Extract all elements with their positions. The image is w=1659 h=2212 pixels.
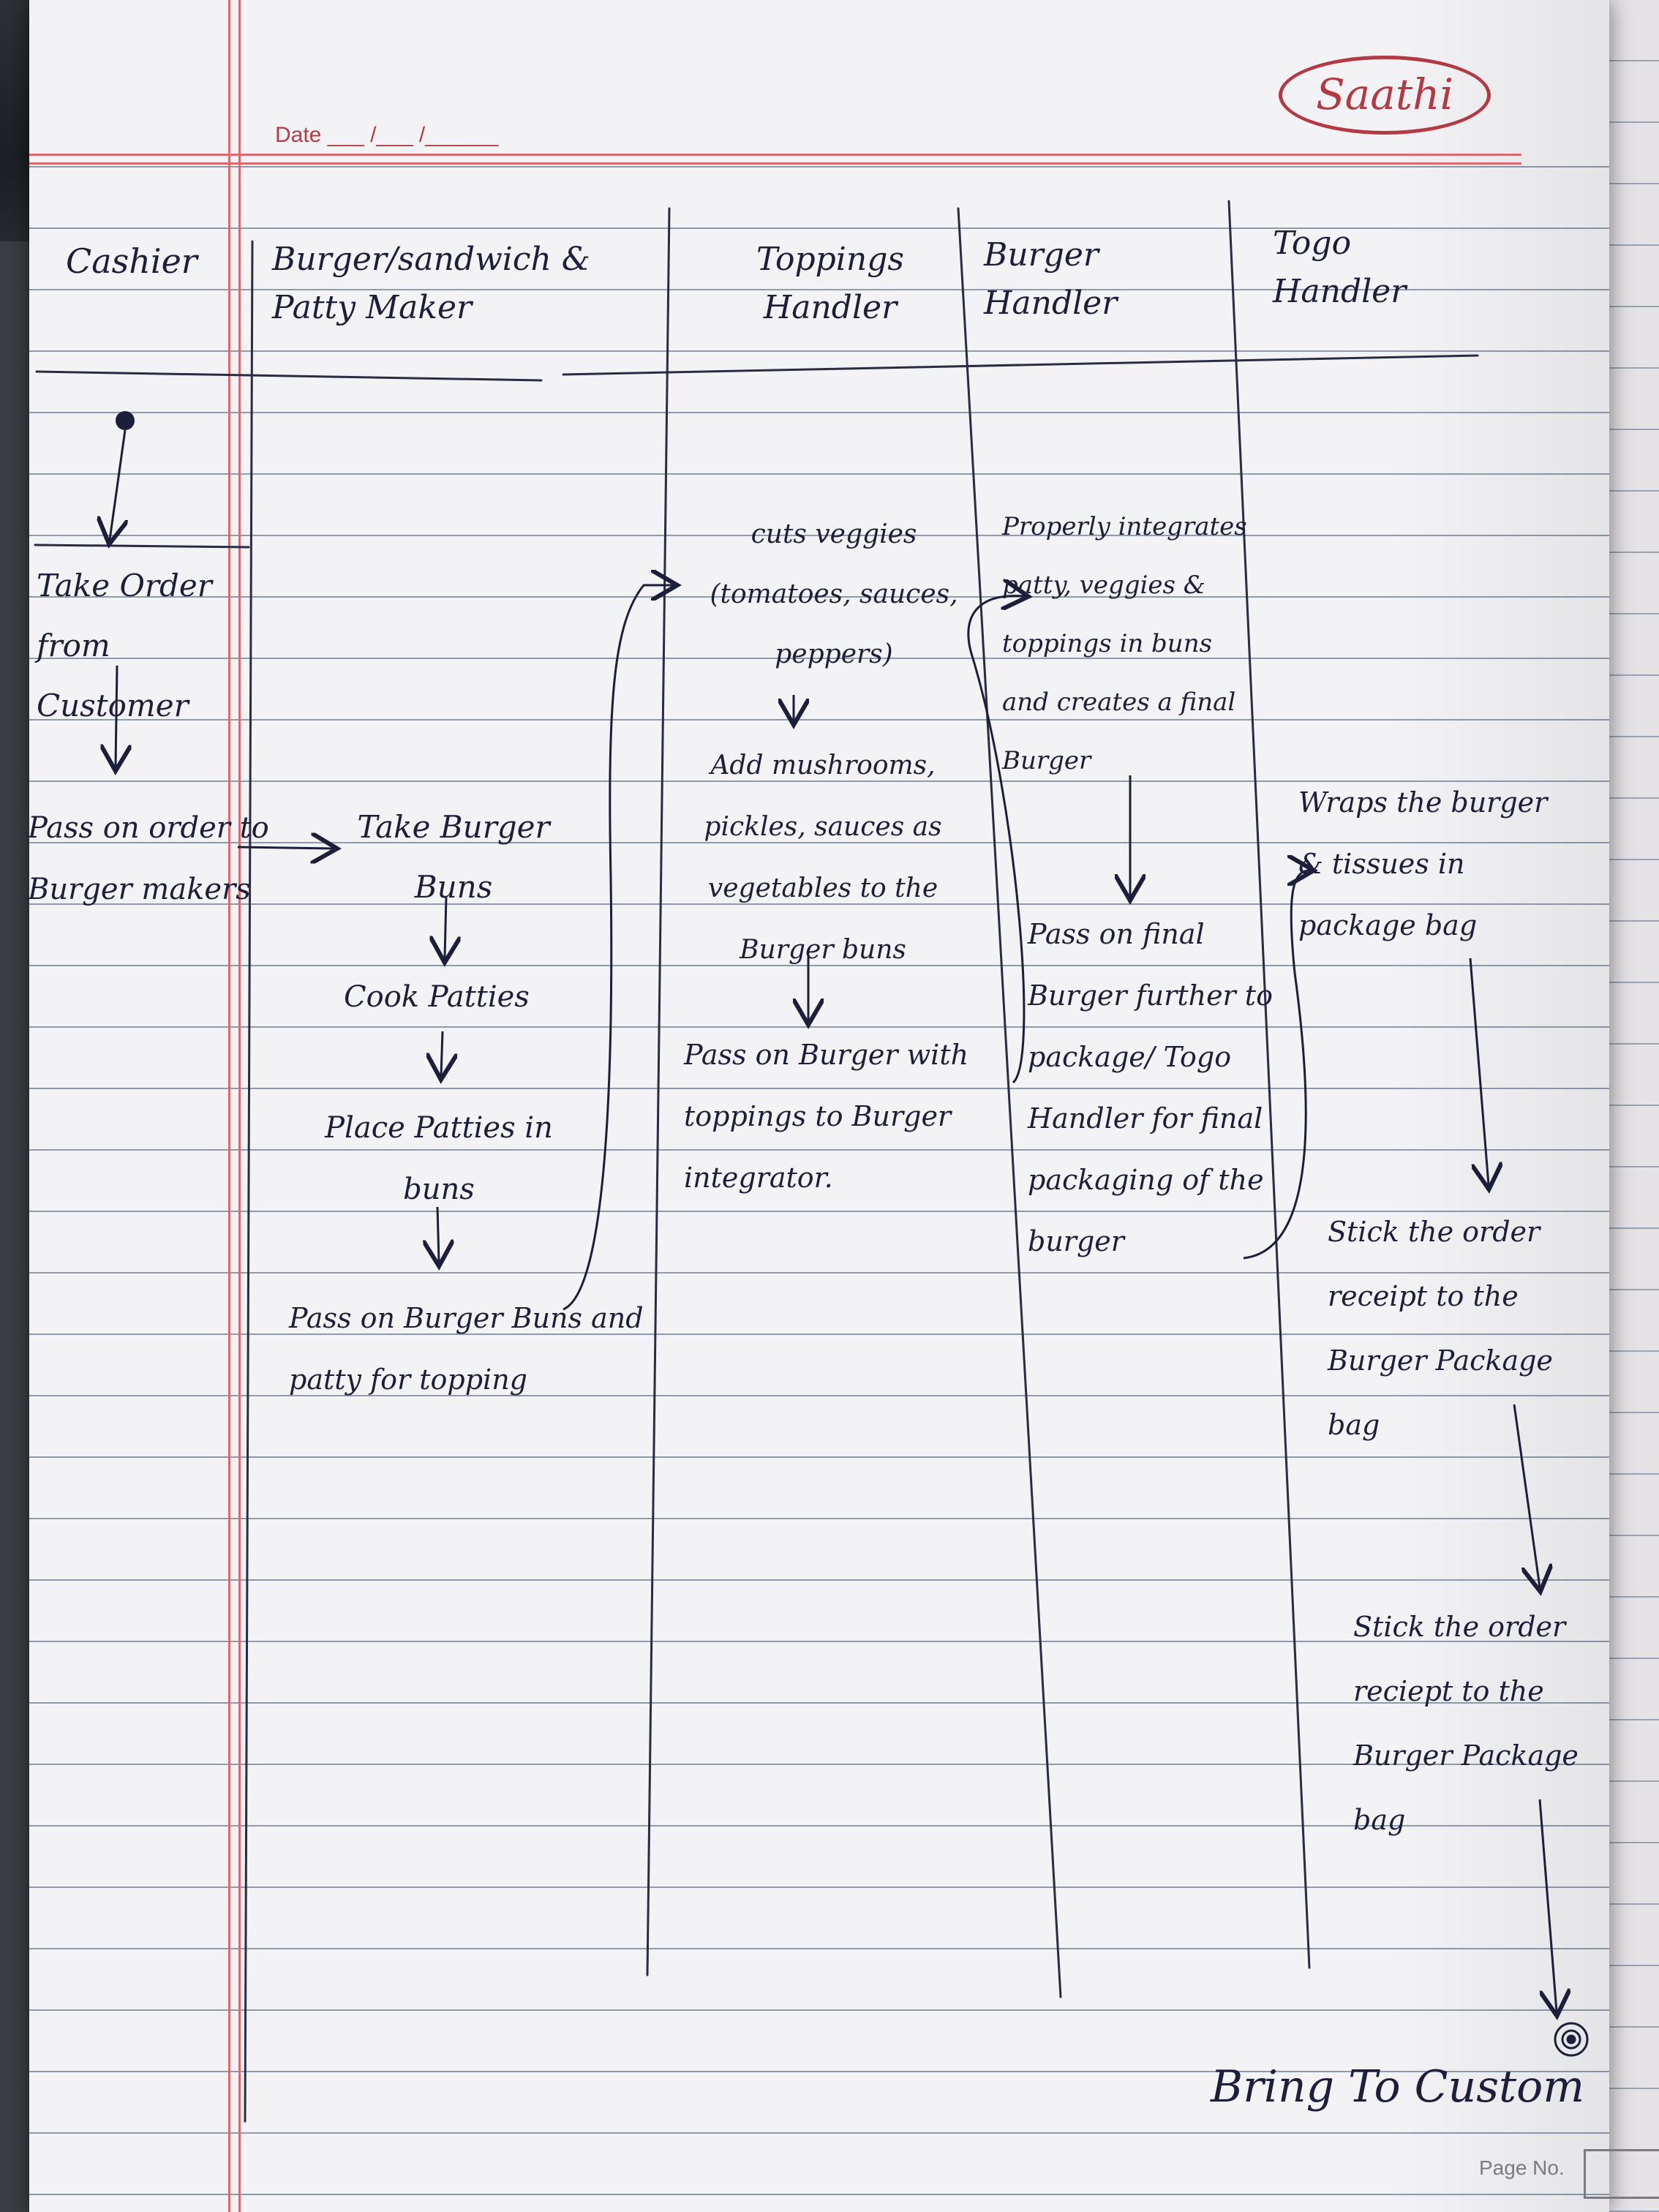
lane-header-togo: Togo Handler bbox=[1273, 225, 1407, 310]
page-no-box bbox=[1584, 2149, 1659, 2199]
arrow-wrap-to-stick bbox=[1469, 958, 1489, 1185]
step-add-mushrooms: Add mushrooms, pickles, sauces as vegeta… bbox=[704, 750, 942, 965]
arrow-cook-to-place bbox=[441, 1031, 443, 1075]
step-stick-receipt: Stick the order receipt to the Burger Pa… bbox=[1328, 1216, 1553, 1441]
lane-divider-2 bbox=[646, 207, 671, 1976]
arrow-toppings-to-burger bbox=[967, 595, 1024, 1084]
header-underline-a bbox=[35, 370, 543, 382]
step-take-order: Take Order from Customer bbox=[37, 568, 212, 723]
page-shade bbox=[1390, 0, 1609, 2212]
lane-divider-3 bbox=[957, 207, 1062, 1998]
arrow-cashier-to-maker bbox=[237, 847, 333, 849]
end-label: Bring To Custom bbox=[1211, 2061, 1585, 2113]
margin-rule-1 bbox=[228, 0, 230, 2212]
lane-header-maker: Burger/sandwich & Patty Maker bbox=[272, 241, 590, 326]
cashier-start-rule bbox=[34, 543, 250, 549]
lane-header-toppings: Toppings Handler bbox=[756, 241, 904, 326]
step-wraps-burger: Wraps the burger & tissues in package ba… bbox=[1298, 786, 1548, 941]
header-rule-1 bbox=[29, 154, 1521, 156]
arrow-buns-to-cook bbox=[445, 895, 446, 958]
arrow-burger-to-togo bbox=[1243, 870, 1309, 1260]
step-pass-final-burger: Pass on final Burger further to package/… bbox=[1028, 918, 1273, 1257]
arrow-place-to-pass bbox=[437, 1206, 439, 1262]
date-label: Date ___ /___ /______ bbox=[275, 123, 499, 147]
step-take-buns: Take Burger Buns bbox=[357, 809, 550, 905]
brand-logo: Saathi bbox=[1279, 56, 1491, 135]
arrow-stick2-to-end bbox=[1538, 1799, 1557, 2012]
header-rule-2 bbox=[29, 162, 1521, 165]
lane-header-burger: Burger Handler bbox=[984, 236, 1118, 322]
step-place-patties: Place Patties in buns bbox=[325, 1111, 553, 1206]
margin-rule-2 bbox=[238, 0, 241, 2212]
lane-divider-1 bbox=[244, 240, 254, 2123]
end-node bbox=[1554, 2022, 1589, 2057]
step-cuts-veggies: cuts veggies (tomatoes, sauces, peppers) bbox=[710, 519, 958, 669]
arrow-start-to-take-order bbox=[110, 429, 125, 540]
step-pass-toppings: Pass on Burger with toppings to Burger i… bbox=[684, 1039, 969, 1194]
step-cook-patties: Cook Patties bbox=[344, 980, 530, 1014]
step-stick-receipt-2: Stick the order reciept to the Burger Pa… bbox=[1353, 1611, 1579, 1836]
step-pass-buns-patty: Pass on Burger Buns and patty for toppin… bbox=[289, 1302, 644, 1396]
page-no-label: Page No. bbox=[1479, 2156, 1565, 2179]
arrow-take-order-to-pass bbox=[116, 665, 117, 767]
step-pass-order: Pass on order to Burger makers bbox=[28, 811, 269, 906]
arrow-stick-to-stick2 bbox=[1513, 1404, 1540, 1587]
lane-header-cashier: Cashier bbox=[66, 241, 198, 281]
header-underline-b bbox=[562, 354, 1479, 376]
lane-divider-4 bbox=[1227, 200, 1311, 1969]
arrow-maker-to-toppings bbox=[563, 585, 673, 1311]
start-node bbox=[116, 411, 135, 430]
step-integrate: Properly integrates patty, veggies & top… bbox=[1002, 512, 1247, 775]
notebook-page bbox=[29, 0, 1609, 2212]
